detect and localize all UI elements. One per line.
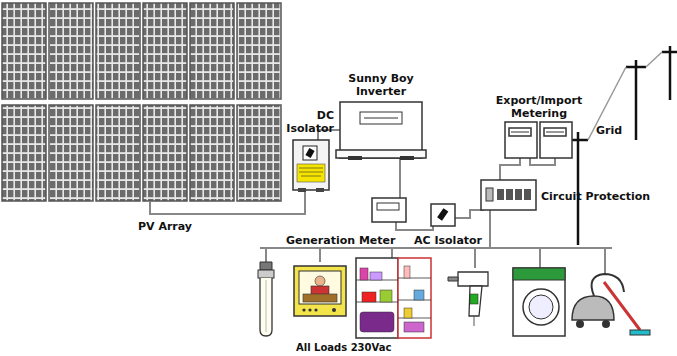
pv-panel xyxy=(49,3,93,99)
inverter xyxy=(336,102,426,160)
meter-label: Generation Meter xyxy=(286,234,395,247)
pv-panel xyxy=(190,105,234,201)
isolator-label: DC Isolator xyxy=(276,109,334,135)
export-import-meters xyxy=(505,122,572,158)
vacuum-cleaner xyxy=(572,274,650,335)
pv-panels xyxy=(2,3,281,201)
isolator-label: AC Isolator xyxy=(414,234,482,247)
pv-panel xyxy=(143,105,187,201)
consumer-unit xyxy=(481,180,536,210)
inverter-label: Sunny Boy Inverter xyxy=(334,72,428,98)
pv-panel xyxy=(2,3,46,99)
lamp xyxy=(258,262,274,336)
pv-panel xyxy=(143,3,187,99)
television xyxy=(294,266,346,316)
pv-panel xyxy=(190,3,234,99)
dc-isolator xyxy=(293,140,329,192)
grid-label: Grid xyxy=(596,124,622,137)
pv-panel xyxy=(96,3,140,99)
washing-machine xyxy=(513,268,565,336)
grid-poles xyxy=(568,46,677,245)
drill xyxy=(448,272,488,326)
pv-panel xyxy=(49,105,93,201)
fridge-freezer xyxy=(356,258,431,338)
ac-isolator xyxy=(431,204,455,226)
pv-panel xyxy=(2,105,46,201)
metering-label: Export/Import Metering xyxy=(484,94,594,120)
generation-meter xyxy=(372,198,406,222)
protection-label: Circuit Protection xyxy=(541,190,650,203)
pv-panel xyxy=(96,105,140,201)
pv-panel xyxy=(237,105,281,201)
pv-panel xyxy=(237,3,281,99)
array-label: PV Array xyxy=(138,220,192,233)
loads-label: All Loads 230Vac xyxy=(296,341,391,354)
